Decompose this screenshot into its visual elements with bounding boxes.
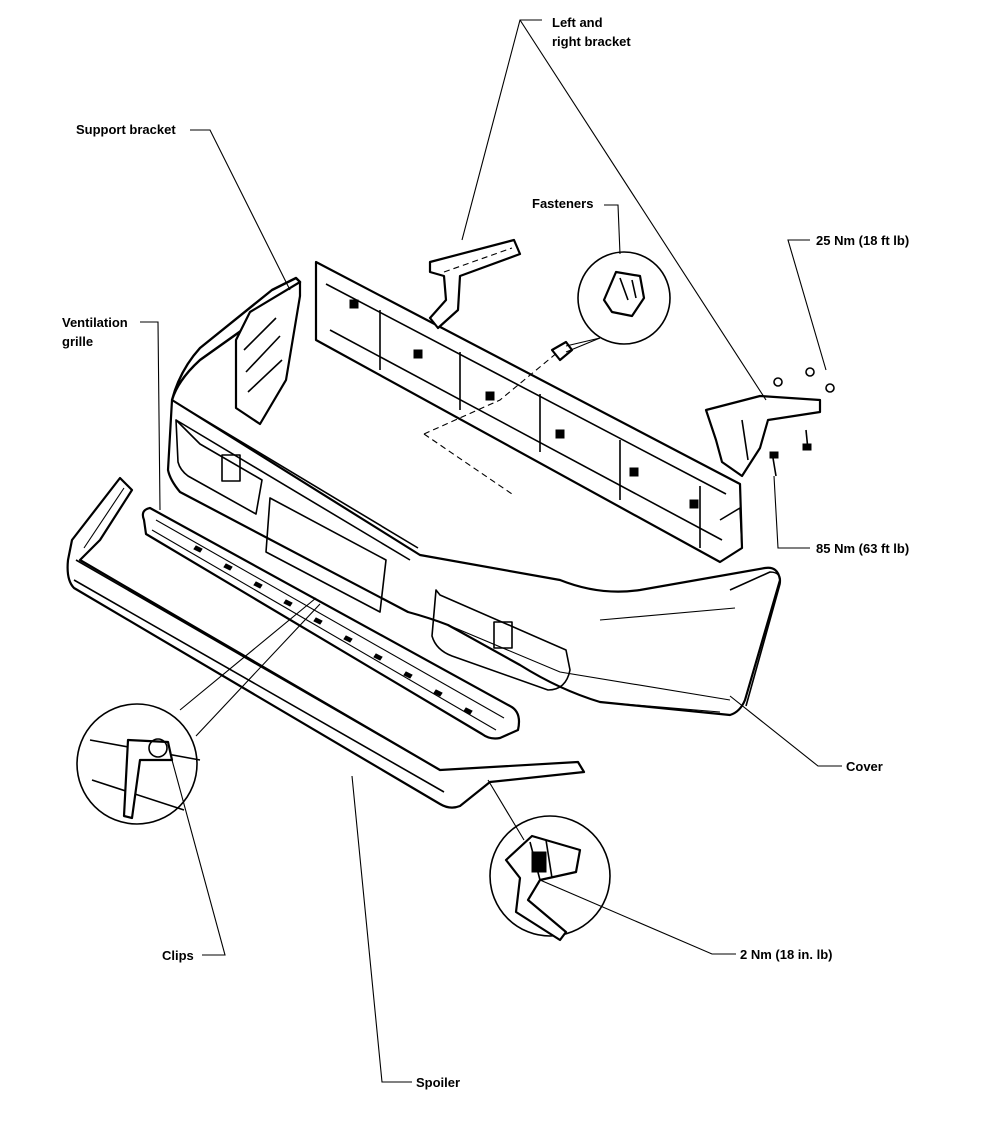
label-torque-85: 85 Nm (63 ft lb)	[816, 541, 910, 556]
label-torque-25: 25 Nm (18 ft lb)	[816, 233, 910, 248]
label-left-right-bracket: Left and right bracket	[552, 15, 631, 49]
left-right-bracket-part	[428, 238, 522, 330]
side-bracket-hardware	[704, 367, 835, 478]
assembly-guide-lines	[423, 351, 559, 495]
ventilation-grille	[141, 506, 521, 740]
label-ventilation-grille: Ventilation grille	[62, 315, 128, 349]
label-fasteners: Fasteners	[532, 196, 594, 211]
clips-detail	[76, 703, 201, 825]
label-clips: Clips	[162, 948, 194, 963]
label-spoiler: Spoiler	[416, 1075, 461, 1090]
spoiler	[66, 476, 586, 809]
screw-detail	[489, 815, 611, 942]
bumper-cover	[166, 276, 782, 717]
fastener-detail	[550, 251, 671, 362]
support-bracket	[234, 260, 744, 564]
label-cover: Cover	[846, 759, 883, 774]
leader-lines	[140, 19, 842, 1083]
label-torque-2: 2 Nm (18 in. lb)	[740, 947, 833, 962]
label-support-bracket: Support bracket	[76, 122, 176, 137]
